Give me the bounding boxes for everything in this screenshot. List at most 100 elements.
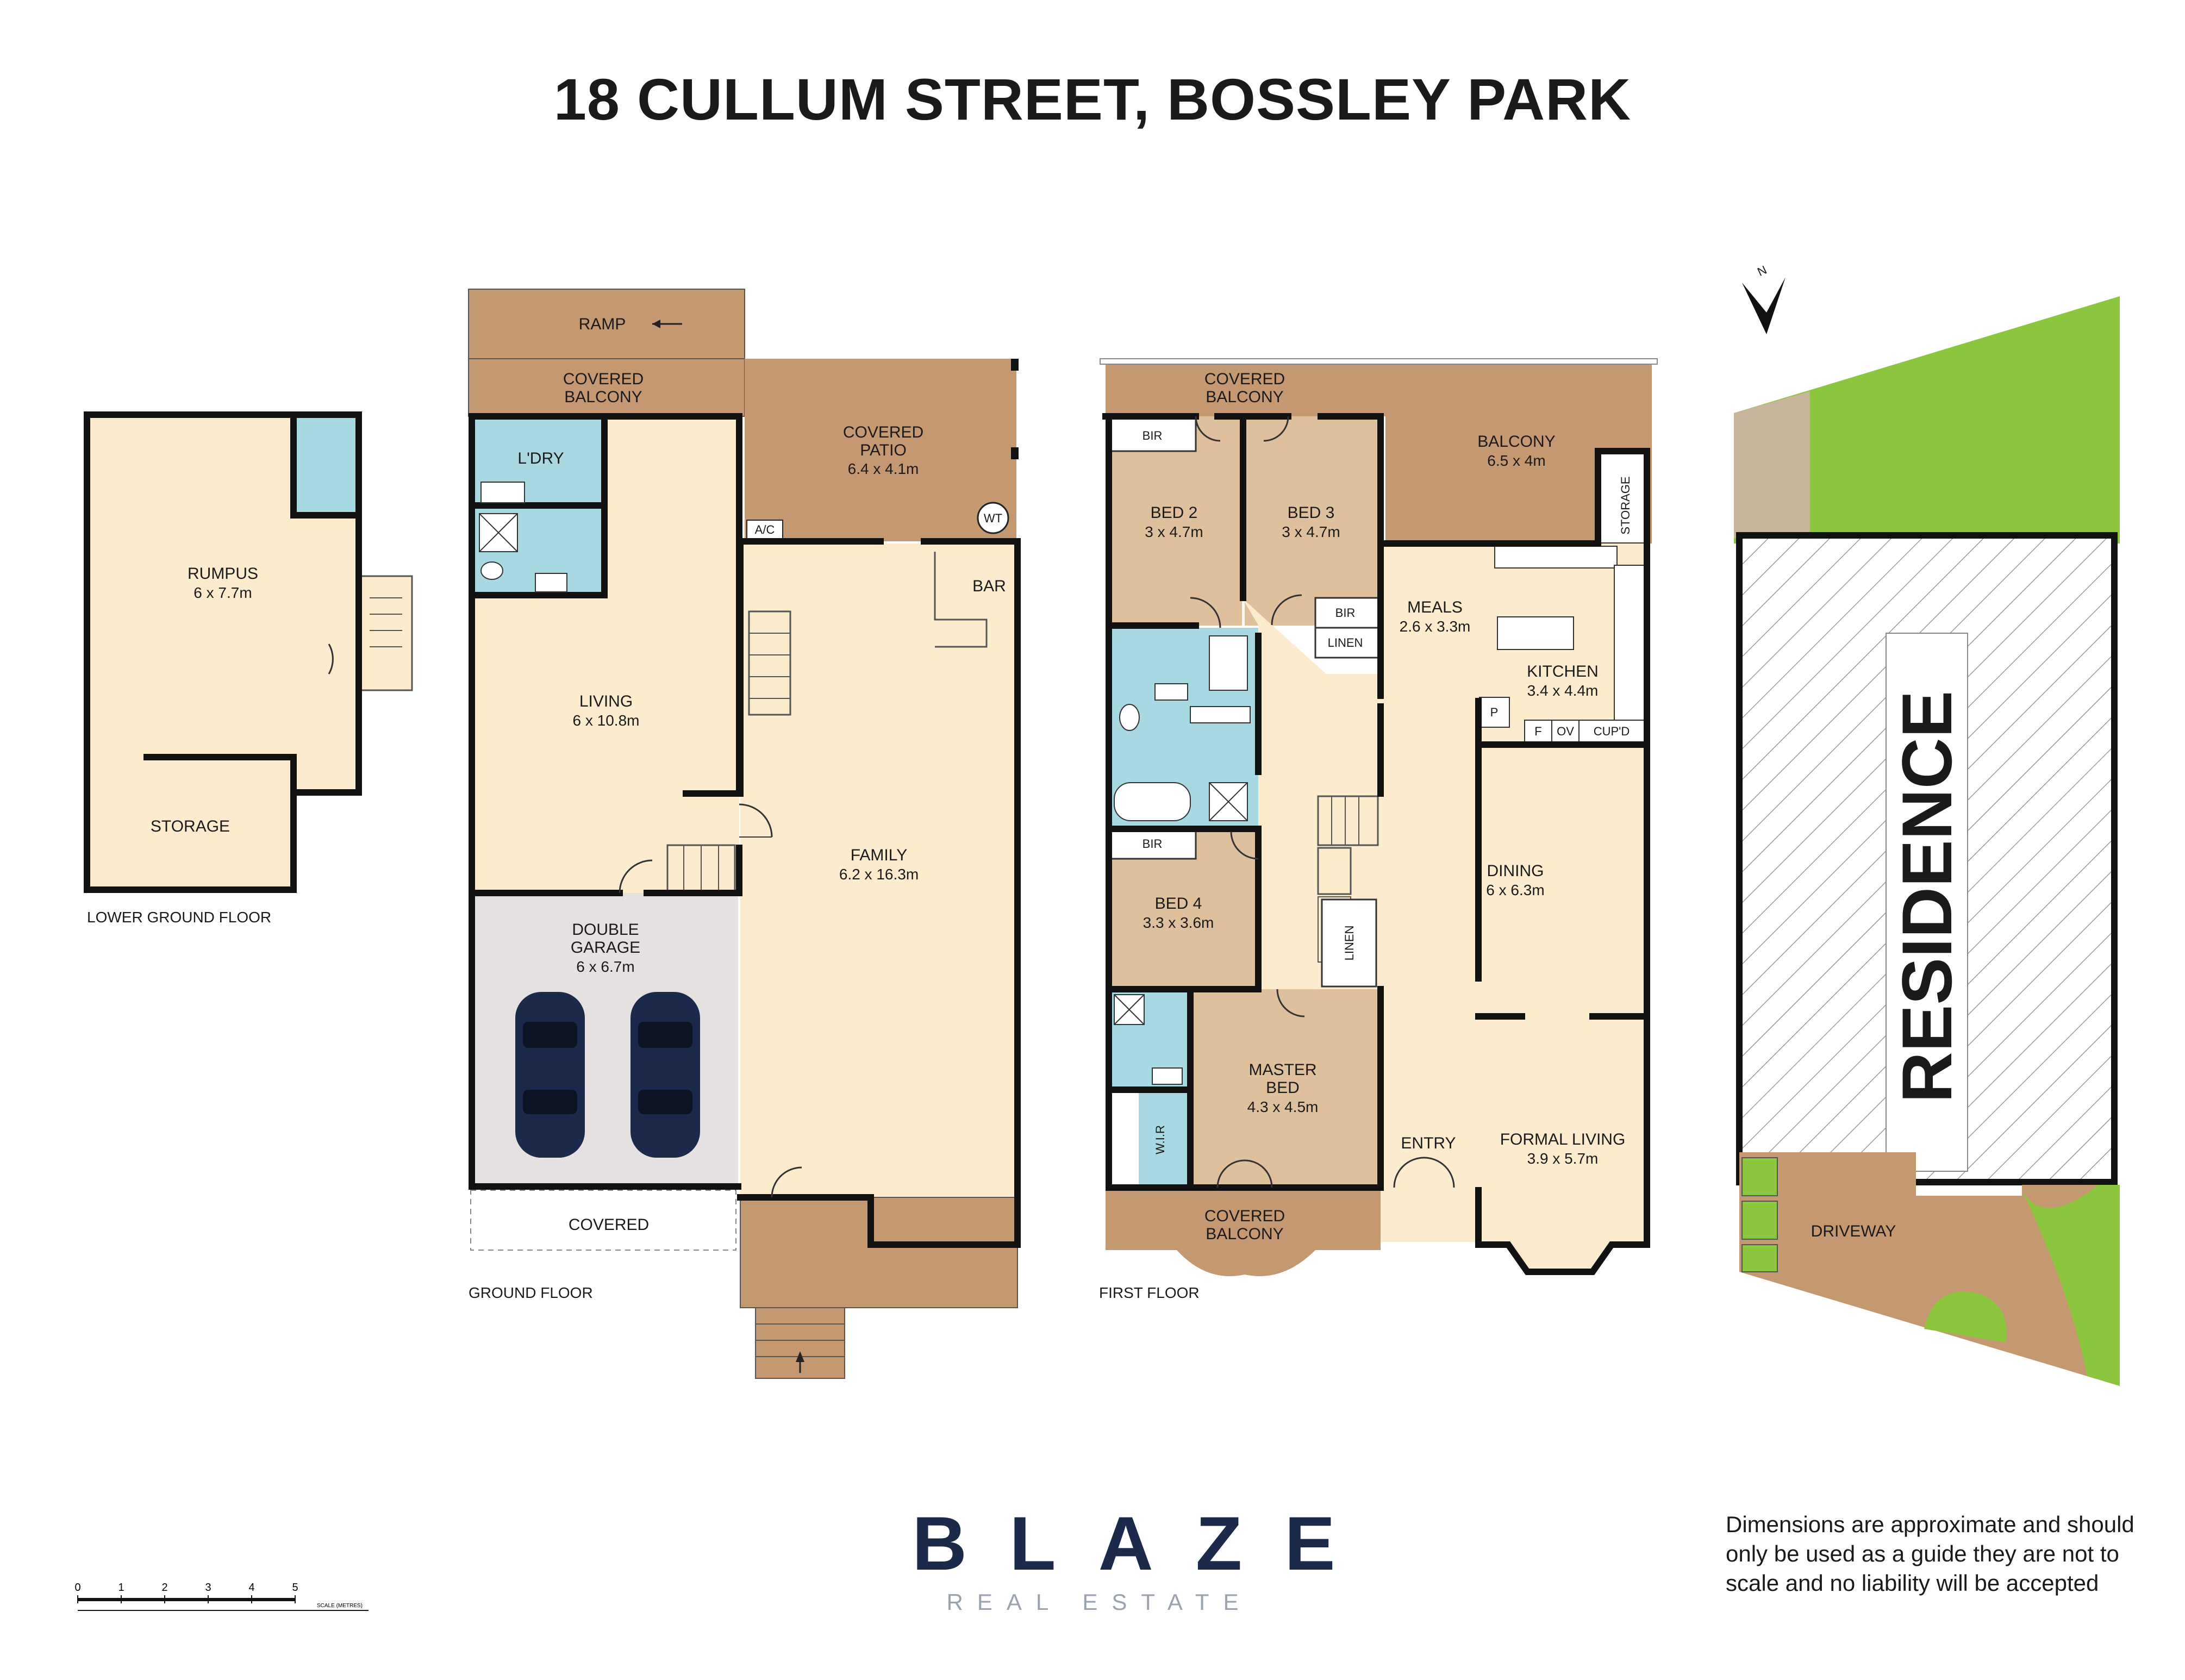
- fridge-label: F: [1534, 725, 1541, 738]
- linen1-label: LINEN: [1328, 636, 1363, 649]
- oven-label: OV: [1557, 725, 1574, 738]
- lower-ground-floor: RUMPUS 6 x 7.7m STORAGE LOWER GROUND FLO…: [84, 411, 413, 926]
- entry-label: ENTRY: [1401, 1134, 1456, 1152]
- bir3-label: BIR: [1143, 837, 1163, 851]
- covered-balcony-first2-label-1: COVERED: [1204, 1207, 1285, 1225]
- covered-balcony-first2-label-2: BALCONY: [1206, 1225, 1283, 1243]
- first-floor-label: FIRST FLOOR: [1099, 1284, 1200, 1301]
- covered-balcony-ground-label-1: COVERED: [563, 370, 644, 388]
- linen2-label: LINEN: [1343, 926, 1356, 961]
- living-label: LIVING: [579, 692, 633, 710]
- ground-floor: RAMP COVERED BALCONY COVERED PATIO 6.4 x…: [468, 289, 1021, 1379]
- driveway-label: DRIVEWAY: [1811, 1222, 1896, 1240]
- kitchen-dims: 3.4 x 4.4m: [1527, 682, 1599, 699]
- storage-lg-label: STORAGE: [151, 817, 230, 835]
- scale-bar: 0 1 2 3 4 5 SCALE (METRES): [75, 1582, 369, 1611]
- pantry-label: P: [1490, 705, 1499, 719]
- dining-area: [1381, 745, 1647, 1005]
- formal-label: FORMAL LIVING: [1500, 1131, 1626, 1148]
- scale-tick-3: 3: [205, 1582, 211, 1594]
- bed3-area: [1245, 416, 1378, 626]
- formal-living-area: [1478, 1005, 1647, 1272]
- cupd-label: CUP'D: [1594, 725, 1630, 738]
- master-bed-area: [1190, 989, 1381, 1188]
- lower-ground-floor-label: LOWER GROUND FLOOR: [87, 909, 271, 926]
- covered-balcony-ground-label-2: BALCONY: [564, 388, 642, 406]
- wt-label: WT: [984, 511, 1002, 525]
- wir-label: W.I.R: [1153, 1125, 1167, 1154]
- scale-tick-4: 4: [248, 1582, 254, 1594]
- site-plan: RESIDENCE DRIVEWAY N: [1734, 263, 2120, 1386]
- garage-label-2: GARAGE: [571, 939, 640, 957]
- balcony-dims: 6.5 x 4m: [1487, 452, 1545, 469]
- wir-area: [1139, 1092, 1190, 1188]
- north-arrow-icon: N: [1742, 263, 1786, 334]
- covered-patio: [745, 359, 1016, 541]
- covered-patio-dims: 6.4 x 4.1m: [848, 460, 919, 477]
- garage-dims: 6 x 6.7m: [576, 958, 634, 975]
- bed4-dims: 3.3 x 3.6m: [1143, 914, 1214, 931]
- formal-dims: 3.9 x 5.7m: [1527, 1150, 1599, 1167]
- north-label: N: [1755, 263, 1769, 279]
- master-dims: 4.3 x 4.5m: [1247, 1098, 1319, 1115]
- brand-logo: BLAZE REAL ESTATE: [870, 1501, 1378, 1615]
- front-porch: [740, 1197, 1018, 1308]
- lawn-top: [1734, 296, 2120, 544]
- brand-subtitle: REAL ESTATE: [946, 1589, 1253, 1615]
- storage-first-label: STORAGE: [1619, 476, 1632, 534]
- scale-tick-0: 0: [75, 1582, 81, 1594]
- car-right: [630, 992, 700, 1158]
- bed3-label: BED 3: [1288, 504, 1335, 522]
- dining-label: DINING: [1487, 862, 1544, 880]
- rumpus-dims: 6 x 7.7m: [193, 584, 252, 601]
- ac-label: A/C: [755, 523, 775, 536]
- page-title: 18 CULLUM STREET, BOSSLEY PARK: [553, 66, 1632, 132]
- rumpus-label: RUMPUS: [188, 565, 258, 583]
- scale-tick-2: 2: [161, 1582, 167, 1594]
- driveway: [1739, 1152, 2120, 1386]
- garage-label-1: DOUBLE: [572, 921, 639, 939]
- living-dims: 6 x 10.8m: [573, 712, 640, 729]
- scale-label: SCALE (METRES): [317, 1603, 363, 1609]
- residence-label: RESIDENCE: [1887, 691, 1966, 1103]
- covered-ground-label: COVERED: [569, 1216, 649, 1234]
- bed2-label: BED 2: [1151, 504, 1198, 522]
- ground-floor-label: GROUND FLOOR: [469, 1284, 593, 1301]
- master-label-2: BED: [1266, 1079, 1300, 1097]
- covered-balcony-first-label-2: BALCONY: [1206, 388, 1283, 406]
- bar-label: BAR: [972, 577, 1006, 595]
- dining-dims: 6 x 6.3m: [1486, 882, 1544, 898]
- bed2-dims: 3 x 4.7m: [1145, 523, 1203, 540]
- ramp: [468, 289, 745, 359]
- ramp-label: RAMP: [579, 315, 626, 333]
- bir1-label: BIR: [1143, 429, 1163, 442]
- car-left: [515, 992, 585, 1158]
- laundry-label: L'DRY: [517, 449, 564, 467]
- lg-toilet: [295, 416, 357, 514]
- covered-balcony-first: [1106, 364, 1385, 416]
- bed3-dims: 3 x 4.7m: [1282, 523, 1340, 540]
- first-floor: COVERED BALCONY BALCONY 6.5 x 4m STORAGE…: [1099, 358, 1658, 1301]
- lg-stair: [358, 575, 413, 691]
- covered-balcony-first-front: [1106, 1188, 1381, 1276]
- bir2-label: BIR: [1335, 606, 1356, 620]
- covered-balcony-ground: [468, 358, 745, 417]
- master-label-1: MASTER: [1248, 1061, 1316, 1079]
- bed4-label: BED 4: [1155, 895, 1202, 913]
- family-dims: 6.2 x 16.3m: [839, 866, 919, 883]
- covered-balcony-first-label-1: COVERED: [1204, 370, 1285, 388]
- family-label: FAMILY: [851, 846, 907, 864]
- kitchen-label: KITCHEN: [1527, 663, 1599, 680]
- meals-label: MEALS: [1407, 598, 1463, 616]
- covered-patio-label-1: COVERED: [843, 423, 923, 441]
- brand-name: BLAZE: [912, 1501, 1378, 1586]
- scale-tick-5: 5: [292, 1582, 298, 1594]
- disclaimer-text: Dimensions are approximate and should on…: [1726, 1512, 2134, 1596]
- covered-carport: [470, 1190, 736, 1251]
- covered-patio-label-2: PATIO: [860, 441, 907, 459]
- balcony-label: BALCONY: [1477, 433, 1555, 451]
- path-left: [1734, 391, 1810, 538]
- entry-area: [1381, 1005, 1478, 1242]
- meals-dims: 2.6 x 3.3m: [1400, 618, 1471, 635]
